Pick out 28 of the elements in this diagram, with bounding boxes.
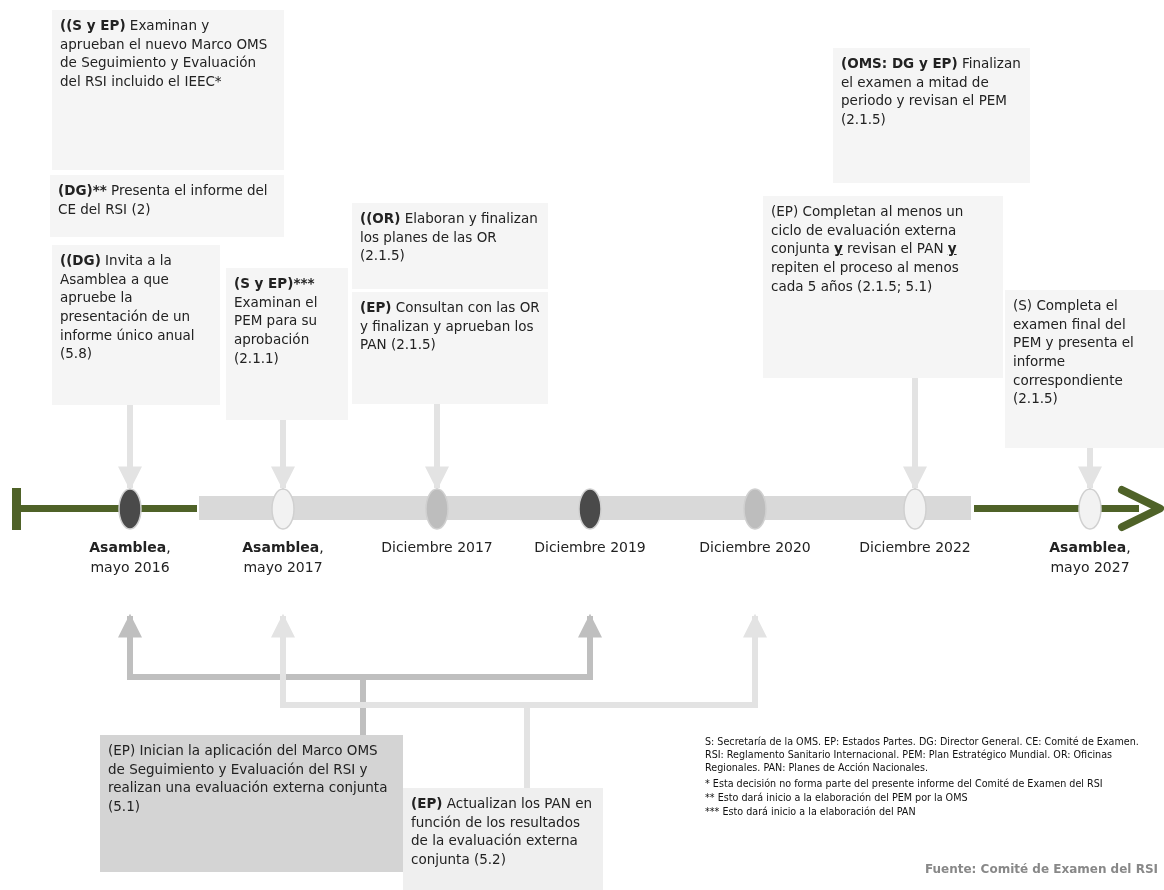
event-box: ((S y EP) Examinan y aprueban el nuevo Marco OMS de Seguimiento y Evaluación del RSI incluido el IEEC*: [52, 10, 284, 170]
date-label: Asamblea, mayo 2017: [241, 538, 325, 577]
footnote: *** Esto dará inicio a la elaboración del PAN: [705, 805, 917, 819]
date-label: Asamblea, mayo 2016: [88, 538, 172, 577]
event-box: (EP) Consultan con las OR y finalizan y aprueban los PAN (2.1.5): [352, 292, 548, 404]
footnote: ** Esto dará inicio a la elaboración del PEM por la OMS: [705, 791, 969, 805]
date-label: Diciembre 2020: [698, 538, 812, 557]
date-label: Diciembre 2019: [533, 538, 647, 557]
event-box: (EP) Inician la aplicación del Marco OMS de Seguimiento y Evaluación del RSI y realizan una evaluación externa conjunta (5.1): [100, 735, 403, 872]
arrow: [271, 420, 295, 491]
arrow: [118, 405, 142, 491]
event-box: (DG)** Presenta el informe del CE del RSI (2): [50, 175, 284, 237]
source-note: Fuente: Comité de Examen del RSI: [924, 862, 1158, 876]
arrow: [425, 404, 449, 491]
date-label: Diciembre 2022: [858, 538, 972, 557]
event-box: (OMS: DG y EP) Finalizan el examen a mitad de periodo y revisan el PEM (2.1.5): [833, 48, 1030, 183]
date-label: Asamblea, mayo 2027: [1048, 538, 1132, 577]
event-box: (EP) Actualizan los PAN en función de los resultados de la evaluación externa conjunta (5.2): [403, 788, 603, 890]
event-box: (S y EP)*** Examinan el PEM para su aprobación (2.1.1): [226, 268, 348, 420]
date-label: Diciembre 2017: [380, 538, 494, 557]
abbreviations-note: S: Secretaría de la OMS. EP: Estados Partes. DG: Director General. CE: Comité de Examen. RSI: Reglamento Sanitario Internacional. PEM: Plan Estratégico Mundial. OR: Oficinas Regionales. PAN: Planes de Acción Nacionales.: [705, 735, 1140, 775]
arrow: [1078, 448, 1102, 491]
arrow: [903, 378, 927, 491]
event-box: (S) Completa el examen final del PEM y presenta el informe correspondiente (2.1.5): [1005, 290, 1164, 448]
event-box: ((OR) Elaboran y finalizan los planes de las OR (2.1.5): [352, 203, 548, 289]
event-box: ((DG) Invita a la Asamblea a que apruebe la presentación de un informe único anual (5.8): [52, 245, 220, 405]
event-box: (EP) Completan al menos un ciclo de evaluación externa conjunta y revisan el PAN y repiten el proceso al menos cada 5 años (2.1.5; 5.1): [763, 196, 1003, 378]
footnote: * Esta decisión no forma parte del presente informe del Comité de Examen del RSI: [705, 777, 1104, 791]
